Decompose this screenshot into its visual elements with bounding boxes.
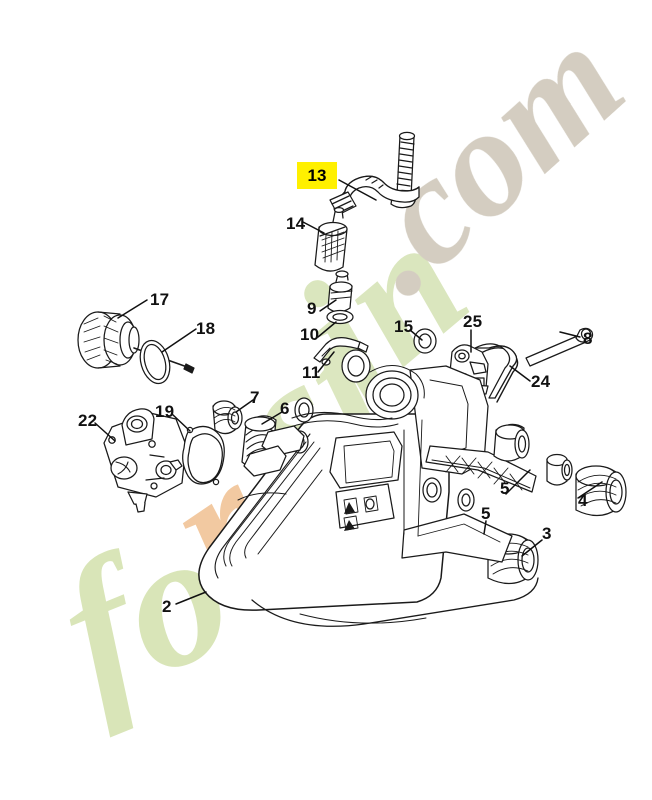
callout-2[interactable]: 2 — [162, 597, 172, 616]
callout-7[interactable]: 7 — [250, 388, 260, 407]
callout-14[interactable]: 14 — [286, 214, 306, 233]
callout-3[interactable]: 3 — [542, 524, 552, 543]
part-10-washer — [326, 309, 354, 325]
part-5-bushing-upper — [546, 453, 573, 486]
callout-9[interactable]: 9 — [307, 299, 317, 318]
callout-24[interactable]: 24 — [531, 372, 551, 391]
callout-13-label: 13 — [307, 165, 327, 185]
part-14-fuel-filter — [314, 206, 348, 272]
part-17-ignition-module — [77, 311, 195, 374]
callout-19[interactable]: 19 — [155, 402, 175, 421]
callout-13-highlighted[interactable]: 13 — [297, 162, 337, 189]
callout-11[interactable]: 11 — [302, 363, 321, 382]
part-13-fuel-hose — [329, 131, 420, 216]
part-7-annular-buffer — [212, 400, 243, 435]
callout-25[interactable]: 25 — [463, 312, 483, 331]
callout-10[interactable]: 10 — [300, 325, 320, 344]
callout-5-upper[interactable]: 5 — [500, 479, 510, 498]
callout-8[interactable]: 8 — [583, 329, 593, 348]
callout-22[interactable]: 22 — [78, 411, 98, 430]
callout-4[interactable]: 4 — [578, 491, 588, 510]
part-15-grommet — [413, 328, 437, 354]
callout-18[interactable]: 18 — [196, 319, 216, 338]
part-2-handle-housing — [198, 349, 539, 627]
callout-5-lower[interactable]: 5 — [481, 504, 491, 523]
callout-15[interactable]: 15 — [394, 317, 414, 336]
part-18-o-ring — [139, 339, 171, 385]
part-19-gasket — [182, 425, 225, 486]
callout-17[interactable]: 17 — [150, 290, 170, 309]
part-9-tank-vent — [327, 270, 353, 313]
callout-6[interactable]: 6 — [280, 399, 290, 418]
part-22-carburetor — [103, 408, 187, 513]
